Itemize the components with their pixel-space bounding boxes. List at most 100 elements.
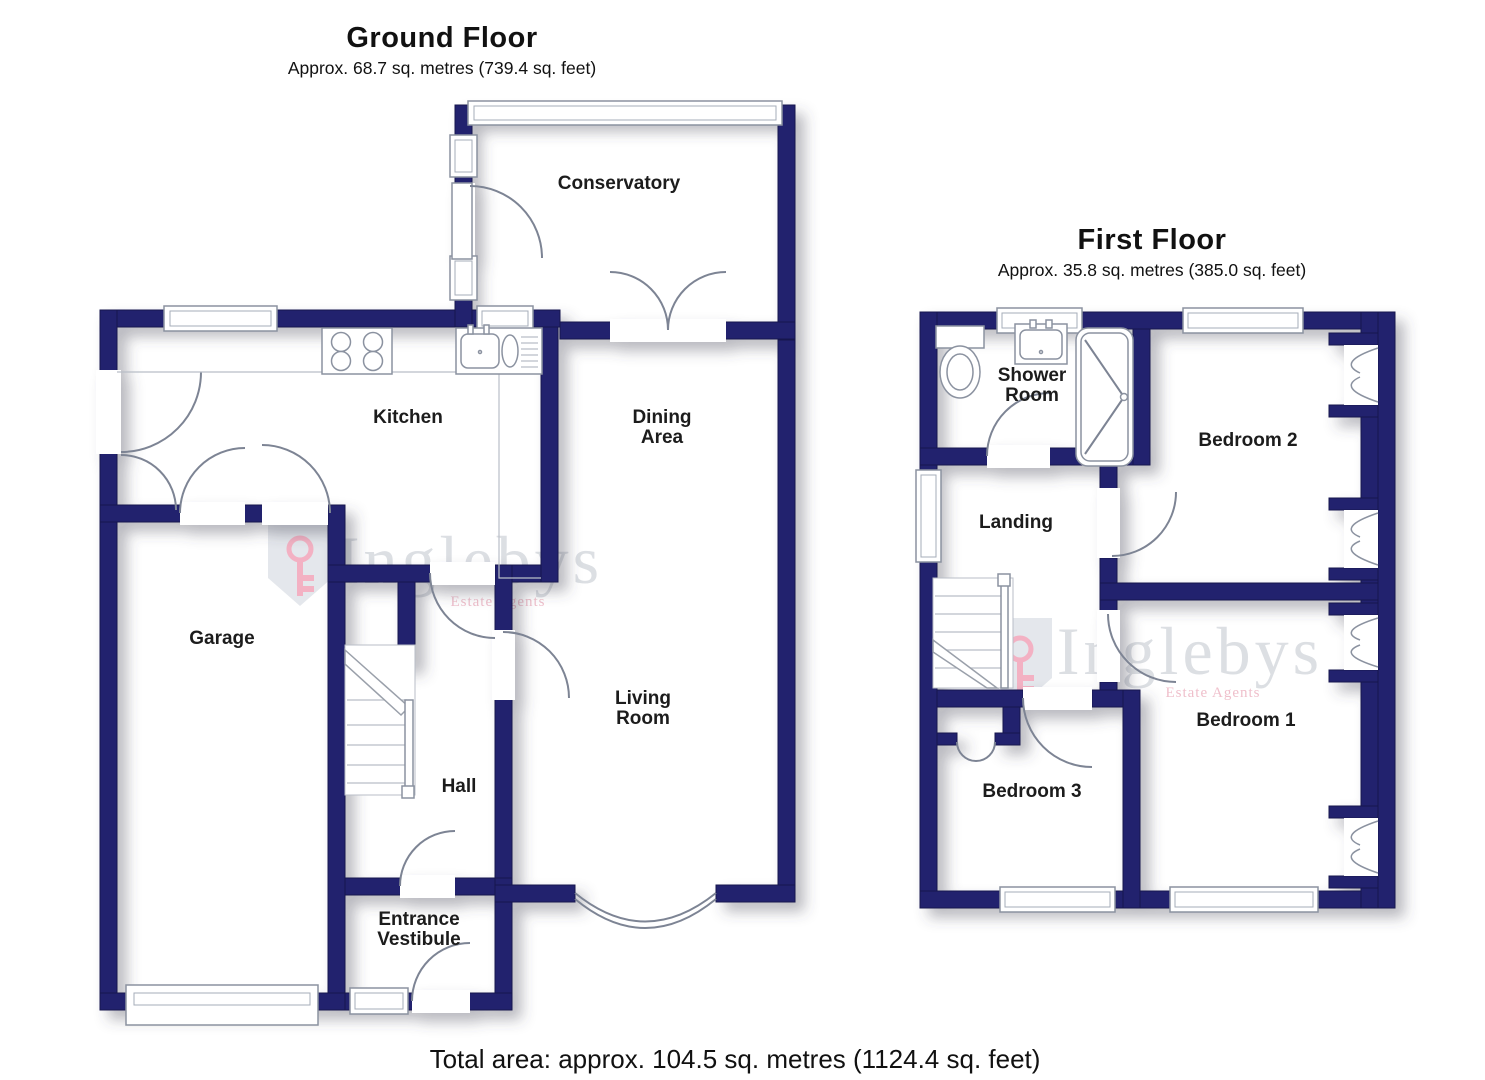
door-opening (412, 990, 470, 1013)
window (163, 305, 278, 332)
stair-break-line (932, 638, 1000, 689)
wall (919, 890, 1396, 909)
staircase (344, 644, 416, 799)
ground-floor-title: Ground Floor (346, 22, 538, 54)
door-arc (986, 392, 1051, 457)
casement-window-icon (1350, 644, 1379, 668)
casement-window-icon (1350, 848, 1379, 874)
room-label-hall: Hall (442, 776, 477, 797)
wall (1328, 669, 1379, 683)
first-floor-doors (956, 392, 1177, 768)
key-icon (286, 535, 314, 596)
wall (1328, 805, 1379, 819)
staircase (932, 573, 1014, 689)
watermark-brand: Inglebys (337, 522, 603, 598)
room-label-living-1: Living (615, 688, 671, 709)
wall (777, 339, 796, 903)
door-arc (411, 942, 471, 1002)
door-arc (179, 447, 246, 514)
room-label-shower-2: Room (1005, 385, 1059, 406)
toilet-icon (935, 325, 985, 399)
room-label-vestibule-2: Vestibule (377, 929, 460, 950)
door-arc (261, 444, 331, 514)
window-frame (1174, 891, 1314, 908)
kitchen-counter (117, 371, 541, 579)
garage-door-panel (133, 992, 311, 1006)
casement-window-icon (1350, 820, 1379, 846)
room-label-kitchen: Kitchen (373, 407, 443, 428)
wall (1328, 497, 1379, 511)
total-area-text: Total area: approx. 104.5 sq. metres (11… (429, 1044, 1041, 1074)
window-frame (481, 310, 529, 327)
door-arc (1107, 613, 1177, 683)
wall (1328, 332, 1379, 346)
wall (1328, 875, 1379, 889)
door-opening (492, 630, 515, 700)
room-label-garage: Garage (189, 628, 254, 649)
door-arc (502, 631, 570, 699)
bow-window (574, 892, 717, 923)
stair-rail (1000, 577, 1009, 689)
ground-floor-area: Approx. 68.7 sq. metres (739.4 sq. feet) (287, 58, 597, 78)
door-arc (120, 371, 202, 453)
door-arc (469, 185, 543, 259)
door-opening (262, 502, 328, 525)
door-opening (96, 370, 121, 454)
room-label-vestibule-1: Entrance (378, 909, 459, 930)
window-frame (354, 992, 404, 1010)
stove-icon (321, 327, 393, 375)
casement-window-icon (1350, 347, 1379, 374)
room-label-bedroom3: Bedroom 3 (982, 781, 1081, 802)
window-frame (920, 474, 937, 558)
casement-window-icon (1350, 617, 1379, 641)
stair-post (401, 785, 415, 799)
window (915, 469, 942, 563)
casement-window-icon (1350, 512, 1379, 538)
window-frame (169, 310, 272, 327)
casement-window-icon (1350, 540, 1379, 566)
wall (1122, 689, 1141, 909)
wall (494, 884, 576, 903)
room-label-landing: Landing (979, 512, 1053, 533)
window (999, 886, 1116, 913)
watermark-brand: Inglebys (1057, 613, 1323, 689)
stair-rail (404, 699, 414, 794)
wall (1328, 567, 1379, 581)
closet-door-arc (956, 741, 977, 762)
room-label-bedroom2: Bedroom 2 (1198, 430, 1297, 451)
wall (994, 732, 1021, 746)
stair-post (997, 573, 1011, 587)
door-arc (120, 454, 177, 511)
door-opening (1097, 488, 1120, 558)
sink-icon (455, 324, 543, 375)
bath-icon (1075, 327, 1134, 467)
wall (777, 104, 796, 341)
door-arc (1022, 697, 1093, 768)
room-labels: Conservatory Kitchen Dining Area Garage … (189, 173, 1297, 950)
wall (936, 689, 1024, 708)
wall (936, 732, 958, 746)
wall (540, 326, 559, 583)
wall (1099, 582, 1379, 601)
door-arc (399, 830, 456, 887)
window (449, 134, 478, 178)
window (1169, 886, 1319, 913)
casement-window-icon (1350, 376, 1379, 403)
wall (1377, 311, 1396, 909)
kitchen-fixtures (117, 324, 543, 799)
door-arc (1111, 491, 1177, 557)
door-opening (610, 319, 726, 342)
first-floor-title: First Floor (1077, 224, 1227, 256)
door-opening (180, 502, 245, 525)
watermark-tagline: Estate Agents (1165, 685, 1260, 701)
wall (1132, 328, 1151, 466)
stair-break-line (344, 648, 411, 717)
wall (1328, 404, 1379, 418)
door-opening (1097, 610, 1120, 682)
wall (1360, 669, 1379, 819)
room-label-dining-1: Dining (632, 407, 691, 428)
bow-window (574, 898, 717, 929)
room-label-dining-2: Area (641, 427, 684, 448)
room-label-shower-1: Shower (998, 365, 1067, 386)
